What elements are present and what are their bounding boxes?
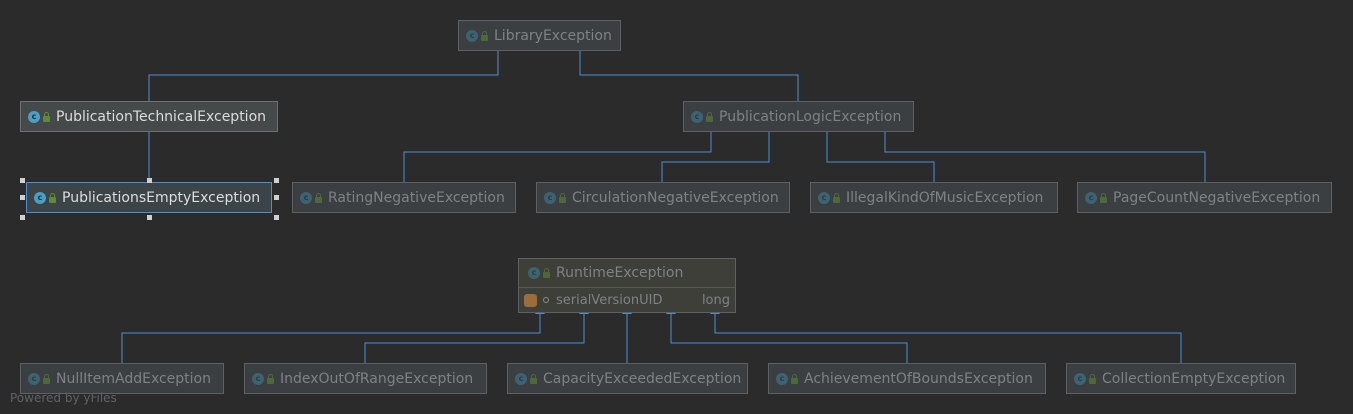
public-lock-icon <box>481 30 488 41</box>
class-icon: c <box>1074 372 1086 385</box>
public-lock-icon <box>530 373 537 384</box>
public-lock-icon <box>559 192 566 203</box>
runtime-exception-header: c RuntimeException <box>519 259 735 288</box>
resize-handle[interactable] <box>20 178 25 183</box>
field-type: long <box>701 292 730 308</box>
circulation-negative-exception-node[interactable]: c CirculationNegativeException <box>536 182 790 213</box>
publication-logic-exception-node[interactable]: c PublicationLogicException <box>683 101 914 132</box>
node-label: PublicationLogicException <box>719 108 902 125</box>
rating-negative-exception-node[interactable]: c RatingNegativeException <box>292 182 516 213</box>
publications-empty-exception-node[interactable]: c PublicationsEmptyException <box>26 182 272 213</box>
public-lock-icon <box>315 192 322 203</box>
edge-achievement-to-runtime <box>666 306 908 363</box>
class-icon: c <box>28 372 40 385</box>
edge-illegal-to-logic <box>822 124 935 182</box>
public-lock-icon <box>543 268 550 278</box>
resize-handle[interactable] <box>147 215 152 220</box>
resize-handle[interactable] <box>147 178 152 183</box>
achievement-of-bounds-exception-node[interactable]: c AchievementOfBoundsException <box>768 363 1046 394</box>
capacity-exceeded-exception-node[interactable]: c CapacityExceededException <box>507 363 748 394</box>
class-icon: c <box>691 110 703 123</box>
publication-technical-exception-node[interactable]: c PublicationTechnicalException <box>20 101 278 132</box>
node-label: PublicationsEmptyException <box>62 189 261 206</box>
resize-handle[interactable] <box>274 178 279 183</box>
edge-logic-to-library <box>575 43 799 101</box>
node-label: LibraryException <box>494 27 612 44</box>
edge-indexout-to-runtime <box>364 306 589 363</box>
node-label: CapacityExceededException <box>543 370 742 387</box>
class-icon: c <box>252 372 264 385</box>
class-icon: c <box>528 267 540 279</box>
public-lock-icon <box>43 111 50 122</box>
class-icon: c <box>818 191 830 204</box>
edge-collection-to-runtime <box>710 306 1182 363</box>
library-exception-node[interactable]: c LibraryException <box>458 20 621 51</box>
class-icon: c <box>515 372 527 385</box>
class-icon: c <box>776 372 788 385</box>
resize-handle[interactable] <box>20 195 25 200</box>
collection-empty-exception-node[interactable]: c CollectionEmptyException <box>1066 363 1296 394</box>
resize-handle[interactable] <box>20 215 25 220</box>
edge-circulation-to-logic <box>661 124 774 182</box>
runtime-exception-node[interactable]: c RuntimeException serialVersionUID long <box>518 258 736 313</box>
page-count-negative-exception-node[interactable]: c PageCountNegativeException <box>1077 182 1332 213</box>
public-lock-icon <box>267 373 274 384</box>
null-item-add-exception-node[interactable]: c NullItemAddException <box>20 363 224 394</box>
class-icon: c <box>544 191 556 204</box>
field-icon <box>524 293 537 307</box>
node-label: RuntimeException <box>556 265 684 281</box>
class-icon: c <box>28 110 40 123</box>
visibility-icon <box>543 297 549 303</box>
resize-handle[interactable] <box>274 195 279 200</box>
class-icon: c <box>466 29 478 42</box>
edge-rating-to-logic <box>403 124 716 182</box>
class-icon: c <box>1085 191 1097 204</box>
class-icon: c <box>300 191 312 204</box>
public-lock-icon <box>43 373 50 384</box>
resize-handle[interactable] <box>274 215 279 220</box>
illegal-kind-of-music-exception-node[interactable]: c IllegalKindOfMusicException <box>810 182 1058 213</box>
edge-nullitem-to-runtime <box>121 306 545 363</box>
node-label: AchievementOfBoundsException <box>804 370 1033 387</box>
public-lock-icon <box>791 373 798 384</box>
public-lock-icon <box>1089 373 1096 384</box>
class-icon: c <box>34 191 46 204</box>
powered-by-footer: Powered by yFiles <box>10 391 117 405</box>
node-label: PublicationTechnicalException <box>56 108 267 125</box>
node-label: PageCountNegativeException <box>1113 189 1321 206</box>
field-name: serialVersionUID <box>556 292 663 308</box>
node-label: NullItemAddException <box>56 370 211 387</box>
node-label: IndexOutOfRangeException <box>280 370 474 387</box>
node-label: RatingNegativeException <box>328 189 505 206</box>
node-label: CirculationNegativeException <box>572 189 779 206</box>
public-lock-icon <box>1100 192 1107 203</box>
public-lock-icon <box>706 111 713 122</box>
node-label: CollectionEmptyException <box>1102 370 1286 387</box>
node-label: IllegalKindOfMusicException <box>846 189 1044 206</box>
edge-pagecount-to-logic <box>880 124 1206 182</box>
field-row[interactable]: serialVersionUID long <box>519 288 735 312</box>
public-lock-icon <box>833 192 840 203</box>
public-lock-icon <box>49 192 56 203</box>
index-out-of-range-exception-node[interactable]: c IndexOutOfRangeException <box>244 363 487 394</box>
edge-technical-to-library <box>148 43 503 101</box>
